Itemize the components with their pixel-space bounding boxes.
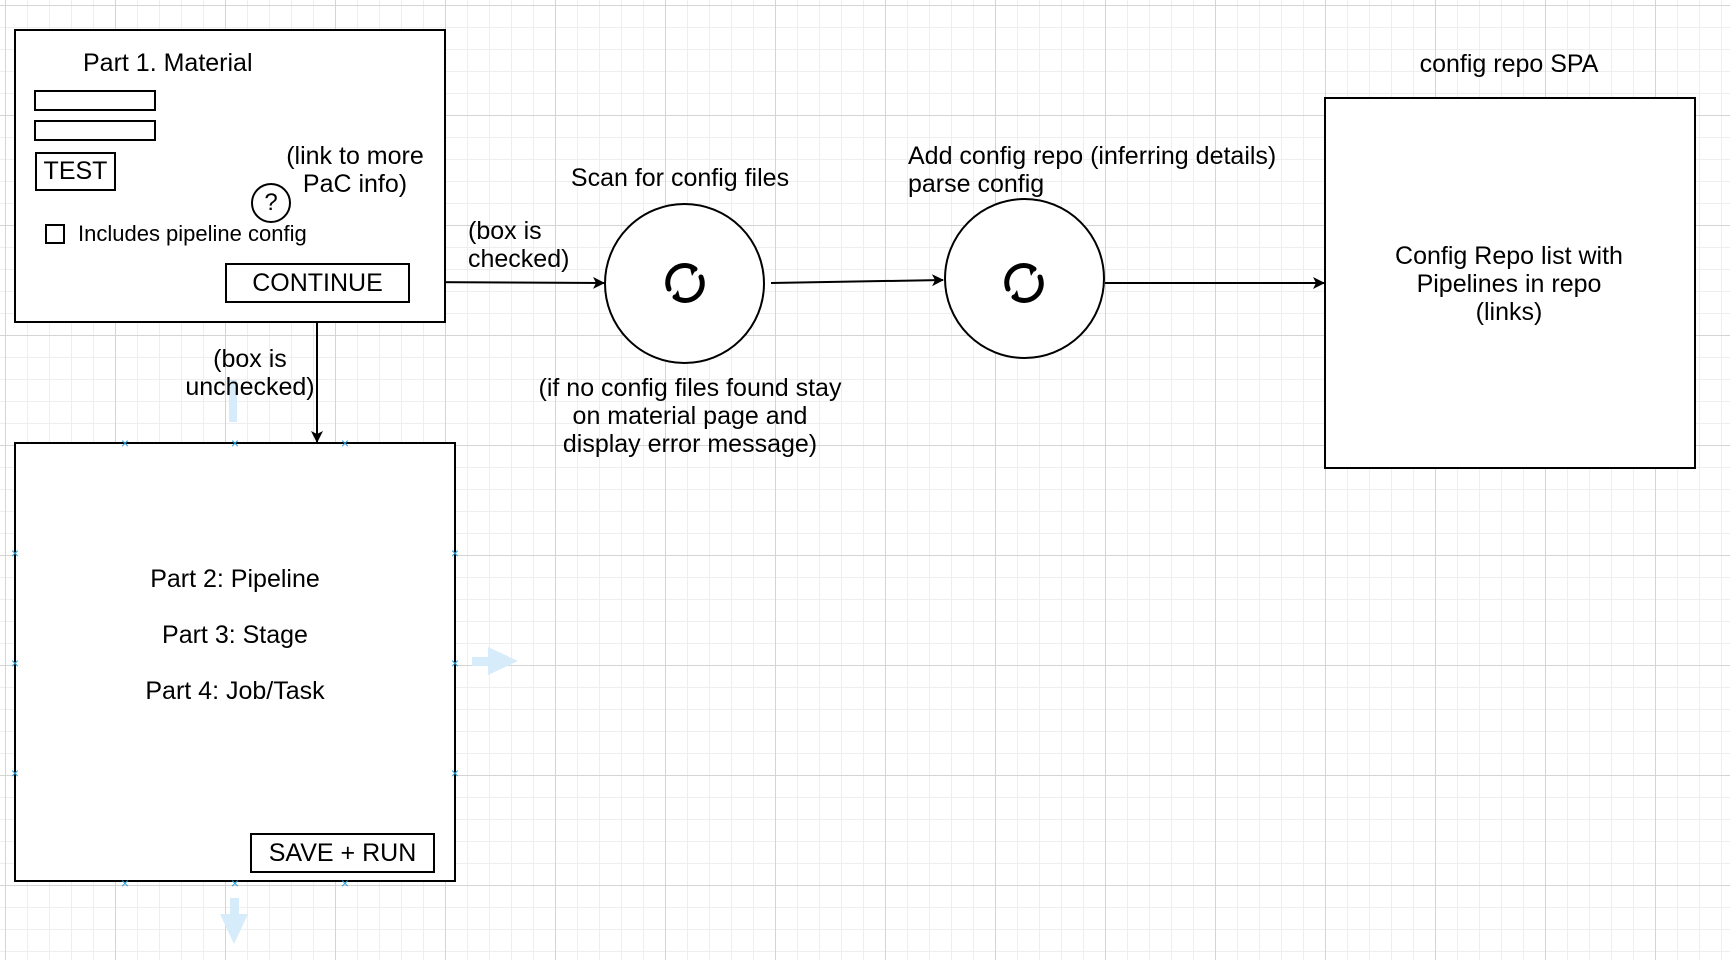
edge-label-line: checked) [468, 245, 570, 273]
selection-handle-icon[interactable]: × [340, 875, 350, 891]
material-url-field[interactable] [34, 90, 156, 111]
help-text-line: PaC info) [302, 170, 408, 198]
selection-handle-icon[interactable]: × [230, 875, 240, 891]
spa-content-line: Config Repo list with [1395, 242, 1623, 270]
save-run-button[interactable]: SAVE + RUN [250, 833, 435, 873]
pipeline-part2-label: Part 2: Pipeline [150, 565, 320, 593]
selection-handle-icon[interactable]: × [450, 765, 460, 781]
spa-content-line: (links) [1475, 298, 1543, 326]
selection-handle-icon[interactable]: × [10, 655, 20, 671]
pipeline-part4-label: Part 4: Job/Task [145, 677, 325, 705]
material-title: Part 1. Material [83, 49, 253, 77]
connect-arrow-icon[interactable] [229, 380, 237, 422]
pipeline-part3-label: Part 3: Stage [162, 621, 308, 649]
edge-label-checked: (box is checked) [468, 217, 569, 273]
scan-title: Scan for config files [570, 164, 790, 192]
pipeline-config-checkbox-label: Includes pipeline config [78, 221, 307, 246]
connect-arrow-icon[interactable] [220, 898, 248, 944]
arrow-scan-to-add [770, 274, 944, 287]
pipeline-box[interactable] [14, 442, 456, 882]
selection-handle-icon[interactable]: × [450, 545, 460, 561]
question-icon[interactable]: ? [251, 183, 291, 223]
scan-note-line: display error message) [562, 430, 818, 458]
pipeline-config-checkbox[interactable] [45, 224, 65, 244]
material-branch-field[interactable] [34, 120, 156, 141]
spa-box[interactable] [1324, 97, 1696, 469]
spa-title: config repo SPA [1419, 50, 1599, 78]
connect-arrow-icon[interactable] [472, 647, 518, 675]
scan-note: (if no config files found stay on materi… [520, 374, 860, 458]
continue-button[interactable]: CONTINUE [225, 263, 410, 303]
scan-step-node[interactable] [604, 203, 765, 364]
selection-handle-icon[interactable]: × [120, 875, 130, 891]
edge-label-unchecked: (box is unchecked) [180, 345, 320, 401]
refresh-icon [665, 263, 705, 303]
spa-content-line: Pipelines in repo [1416, 270, 1602, 298]
edge-label-line: unchecked) [185, 373, 315, 401]
help-text[interactable]: (link to more PaC info) [280, 142, 430, 198]
refresh-icon [1004, 263, 1044, 303]
selection-handle-icon[interactable]: × [10, 765, 20, 781]
test-button[interactable]: TEST [35, 152, 116, 191]
scan-note-line: on material page and [572, 402, 808, 430]
edge-label-line: (box is [213, 345, 287, 373]
selection-handle-icon[interactable]: × [120, 435, 130, 451]
help-text-line: (link to more [286, 142, 424, 170]
spa-content: Config Repo list with Pipelines in repo … [1324, 242, 1694, 326]
add-config-step-node[interactable] [944, 198, 1105, 359]
scan-note-line: (if no config files found stay [538, 374, 842, 402]
edge-label-line: (box is [468, 217, 542, 245]
selection-handle-icon[interactable]: × [450, 655, 460, 671]
selection-handle-icon[interactable]: × [10, 545, 20, 561]
selection-handle-icon[interactable]: × [340, 435, 350, 451]
add-config-title-line: parse config [908, 170, 1045, 198]
selection-handle-icon[interactable]: × [230, 435, 240, 451]
add-config-title-line: Add config repo (inferring details) [908, 142, 1277, 170]
add-config-title: Add config repo (inferring details) pars… [908, 142, 1276, 198]
